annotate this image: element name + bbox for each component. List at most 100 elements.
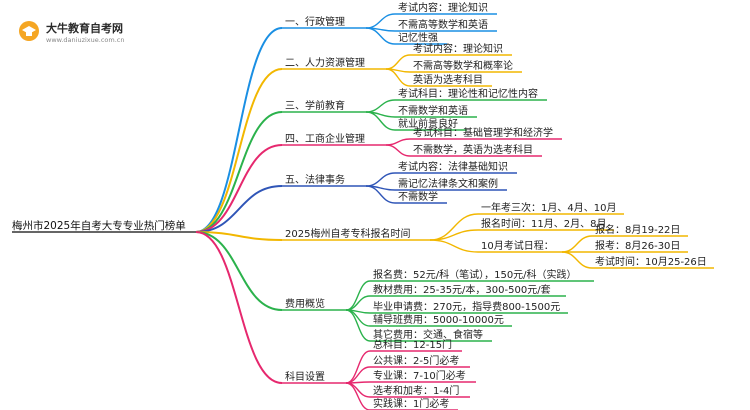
branch-1-item-2[interactable]: 不需高等数学和英语 <box>395 18 497 32</box>
branch-4-item-1-label: 考试科目：基础管理学和经济学 <box>413 126 553 139</box>
branch-1[interactable]: 一、行政管理 <box>282 15 366 29</box>
branch-1-item-1[interactable]: 考试内容：理论知识 <box>395 1 497 15</box>
branch-8-item-2[interactable]: 公共课：2-5门必考 <box>370 354 470 368</box>
branch-1-item-3-label: 记忆性强 <box>398 31 438 44</box>
branch-3-item-1[interactable]: 考试科目：理论性和记忆性内容 <box>395 87 547 101</box>
branch-6-item-3-label: 10月考试日程： <box>481 239 554 252</box>
branch-6-item-2-label: 报名时间：11月、2月、8月 <box>481 217 606 230</box>
branch-6-item-3-sub-2[interactable]: 报考：8月26-30日 <box>592 239 688 253</box>
branch-1-item-3[interactable]: 记忆性强 <box>395 31 447 45</box>
branch-8-item-3-label: 专业课：7-10门必考 <box>373 369 466 382</box>
connector-line <box>365 185 396 204</box>
branch-7-label: 费用概览 <box>285 297 325 310</box>
branch-3-label: 三、学前教育 <box>285 99 345 112</box>
connector-line <box>345 280 371 311</box>
branch-2-item-2-label: 不需高等数学和概率论 <box>413 59 513 72</box>
branch-8[interactable]: 科目设置 <box>282 370 346 384</box>
logo-title: 大牛教育自考网 <box>46 22 123 35</box>
branch-8-item-2-label: 公共课：2-5门必考 <box>373 354 459 367</box>
branch-7-item-4[interactable]: 辅导班费用：5000-10000元 <box>370 313 512 327</box>
connector-line <box>345 382 371 410</box>
connector-line <box>365 172 396 187</box>
connector-line <box>365 13 396 29</box>
branch-6-item-1-label: 一年考三次：1月、4月、10月 <box>481 201 616 214</box>
branch-5-item-3[interactable]: 不需数学 <box>395 190 447 204</box>
branch-3-item-1-label: 考试科目：理论性和记忆性内容 <box>398 87 538 100</box>
connector-line <box>195 231 283 311</box>
branch-3-item-3[interactable]: 就业前景良好 <box>395 117 467 131</box>
root-label: 梅州市2025年自考大专专业热门榜单 <box>12 219 186 232</box>
connector-line <box>345 366 371 384</box>
branch-4-item-2-label: 不需数学，英语为选考科目 <box>413 143 533 156</box>
branch-8-item-1-label: 总科目：12-15门 <box>373 338 452 351</box>
branch-5-item-1-label: 考试内容：法律基础知识 <box>398 160 508 173</box>
connector-line <box>385 138 411 146</box>
connector-line <box>195 27 283 233</box>
site-logo[interactable]: 大牛教育自考网 www.daniuzixue.com.cn <box>10 14 130 54</box>
branch-5-item-1[interactable]: 考试内容：法律基础知识 <box>395 160 517 174</box>
branch-6-item-3-sub-1[interactable]: 报名：8月19-22日 <box>592 223 688 237</box>
branch-2-item-3-label: 英语为选考科目 <box>413 73 483 86</box>
branch-4-item-1[interactable]: 考试科目：基础管理学和经济学 <box>410 126 562 140</box>
branch-2-item-2[interactable]: 不需高等数学和概率论 <box>410 59 522 73</box>
branch-8-item-3[interactable]: 专业课：7-10门必考 <box>370 369 476 383</box>
branch-1-item-1-label: 考试内容：理论知识 <box>398 1 488 14</box>
branch-3[interactable]: 三、学前教育 <box>282 99 366 113</box>
branch-8-label: 科目设置 <box>285 370 325 383</box>
branch-6-item-3-sub-3-label: 考试时间：10月25-26日 <box>595 255 707 268</box>
branch-3-item-3-label: 就业前景良好 <box>398 117 458 130</box>
connector-line <box>195 111 283 233</box>
branch-4-item-2[interactable]: 不需数学，英语为选考科目 <box>410 143 542 157</box>
connector-line <box>195 144 283 233</box>
connector-line <box>195 68 283 233</box>
branch-7-item-1[interactable]: 报名费：52元/科（笔试），150元/科（实践） <box>370 268 594 282</box>
branch-6-item-3-sub-3[interactable]: 考试时间：10月25-26日 <box>592 255 714 269</box>
connector-line <box>561 251 593 269</box>
branch-2-item-1[interactable]: 考试内容：理论知识 <box>410 42 512 56</box>
logo-url: www.daniuzixue.com.cn <box>46 36 125 44</box>
branch-6-label: 2025梅州自考专科报名时间 <box>285 227 410 240</box>
branch-8-item-5[interactable]: 实践课：1门必考 <box>370 397 458 410</box>
branch-1-item-2-label: 不需高等数学和英语 <box>398 18 488 31</box>
branch-7-item-5-label: 其它费用：交通、食宿等 <box>373 328 483 341</box>
branch-3-item-2[interactable]: 不需数学和英语 <box>395 104 477 118</box>
branch-4-label: 四、工商企业管理 <box>285 132 365 145</box>
branch-7-item-3-label: 毕业申请费：270元，指导费800-1500元 <box>373 300 560 313</box>
connector-line <box>385 68 411 87</box>
connector-line <box>365 99 396 113</box>
branch-2-item-3[interactable]: 英语为选考科目 <box>410 73 492 87</box>
branch-7-item-5[interactable]: 其它费用：交通、食宿等 <box>370 328 492 342</box>
branch-6[interactable]: 2025梅州自考专科报名时间 <box>282 227 430 241</box>
root-node[interactable]: 梅州市2025年自考大专专业热门榜单 <box>12 219 196 233</box>
connector-line <box>561 235 593 253</box>
connector-line <box>345 295 371 311</box>
branch-8-item-1[interactable]: 总科目：12-15门 <box>370 338 462 352</box>
branch-7-item-4-label: 辅导班费用：5000-10000元 <box>373 313 504 326</box>
connector-line <box>195 231 283 241</box>
connector-line <box>195 185 283 233</box>
branch-6-item-3-sub-2-label: 报考：8月26-30日 <box>595 239 680 252</box>
branch-8-item-4-label: 选考和加考：1-4门 <box>373 384 459 397</box>
branch-5[interactable]: 五、法律事务 <box>282 173 366 187</box>
branch-5-item-2[interactable]: 需记忆法律条文和案例 <box>395 177 507 191</box>
branch-3-item-2-label: 不需数学和英语 <box>398 104 468 117</box>
graduation-cap-icon <box>19 21 39 41</box>
branch-6-item-2[interactable]: 报名时间：11月、2月、8月 <box>478 217 614 231</box>
branch-6-item-3-sub-1-label: 报名：8月19-22日 <box>595 223 680 236</box>
branch-5-label: 五、法律事务 <box>285 173 345 186</box>
branch-7[interactable]: 费用概览 <box>282 297 346 311</box>
branch-7-item-3[interactable]: 毕业申请费：270元，指导费800-1500元 <box>370 300 568 314</box>
branch-6-item-3[interactable]: 10月考试日程： <box>478 239 562 253</box>
branch-6-item-1[interactable]: 一年考三次：1月、4月、10月 <box>478 201 624 215</box>
branch-4[interactable]: 四、工商企业管理 <box>282 132 386 146</box>
branch-2-label: 二、人力资源管理 <box>285 56 365 69</box>
branch-8-item-4[interactable]: 选考和加考：1-4门 <box>370 384 470 398</box>
connector-line <box>365 111 396 131</box>
branch-1-label: 一、行政管理 <box>285 15 345 28</box>
connector-line <box>195 231 283 384</box>
branch-7-item-2[interactable]: 教材费用：25-35元/本，300-500元/套 <box>370 283 566 297</box>
connector-line <box>365 27 396 45</box>
branch-5-item-3-label: 不需数学 <box>398 190 438 203</box>
branch-2[interactable]: 二、人力资源管理 <box>282 56 386 70</box>
